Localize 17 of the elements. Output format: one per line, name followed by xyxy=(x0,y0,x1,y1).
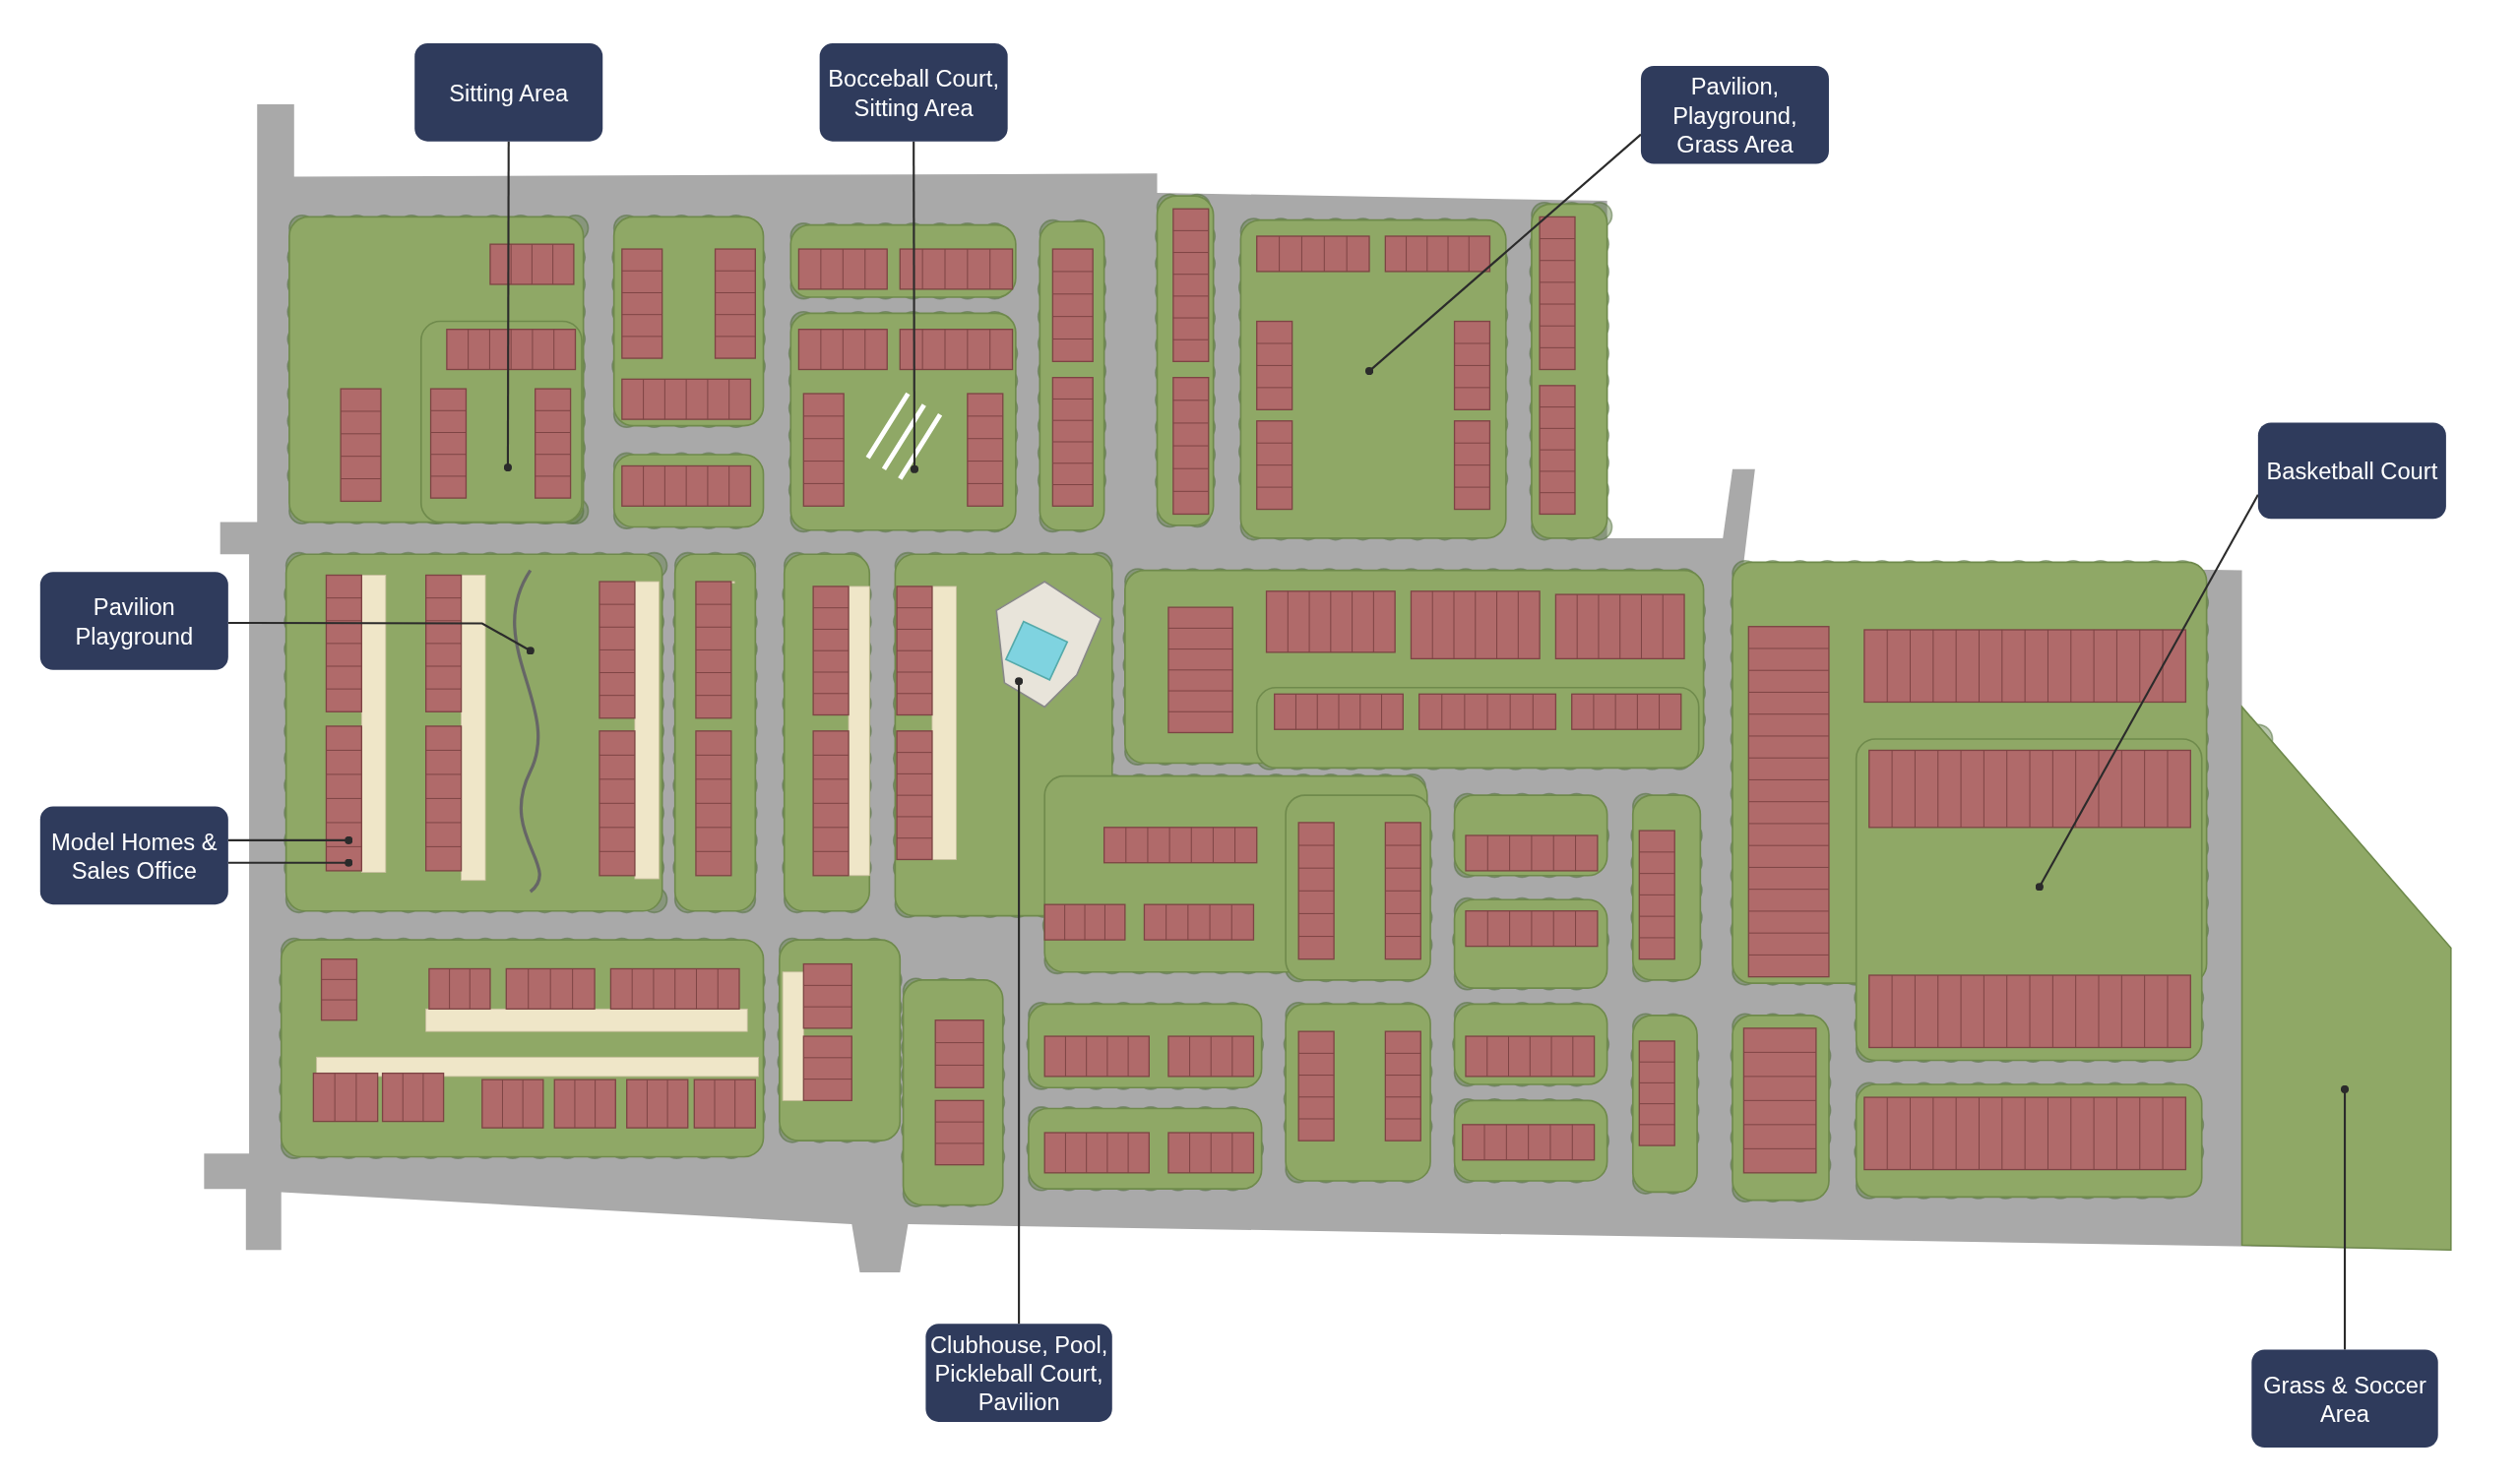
leader-line xyxy=(2035,494,2259,892)
leader-line xyxy=(227,621,535,655)
callout-label: Pavilion Playground xyxy=(39,572,228,670)
callout-label: Bocceball Court, Sitting Area xyxy=(819,43,1008,142)
callout-label: Basketball Court xyxy=(2257,422,2446,520)
leader-line xyxy=(1015,677,1024,1325)
leader-line xyxy=(503,141,512,472)
leader-line xyxy=(2340,1084,2350,1350)
callout-label: Grass & Soccer Area xyxy=(2251,1349,2438,1448)
leader-line xyxy=(227,858,353,867)
callout-label: Clubhouse, Pool, Pickleball Court, Pavilion xyxy=(925,1324,1112,1422)
leader-line xyxy=(910,141,919,473)
callout-label: Sitting Area xyxy=(414,43,603,142)
callout-label: Model Homes & Sales Office xyxy=(39,806,228,905)
callout-label: Pavilion, Playground, Grass Area xyxy=(1640,65,1829,164)
leader-line xyxy=(227,835,353,844)
leader-line xyxy=(1364,133,1642,376)
